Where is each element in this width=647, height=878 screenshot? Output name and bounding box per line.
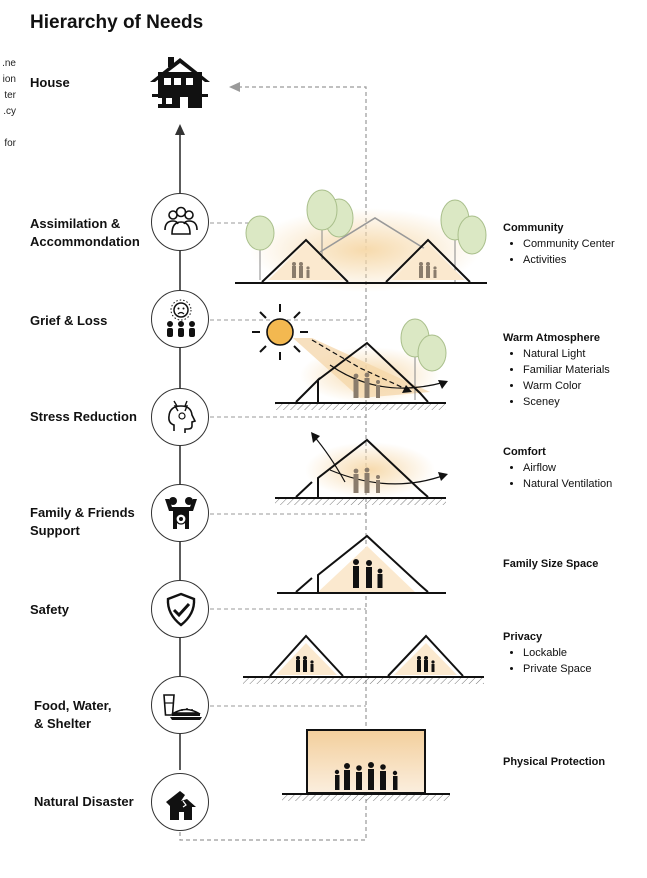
community-illustration: [235, 189, 487, 292]
level-label-safety: Safety: [30, 602, 70, 617]
community-item: Activities: [523, 252, 615, 268]
comfort-list: Airflow Natural Ventilation: [503, 460, 612, 492]
circle-assimilation: [151, 193, 209, 251]
comfort-item: Airflow: [523, 460, 612, 476]
cut-text-2: ion: [2, 74, 16, 85]
level-label-house: House: [30, 75, 70, 90]
family-size-heading: Family Size Space: [503, 558, 599, 570]
hugging-family-icon: [165, 497, 197, 529]
collapsed-house-icon: [166, 791, 196, 820]
cut-text-5: for: [4, 138, 16, 149]
circle-food-water: [151, 676, 209, 734]
warm-block: Warm Atmosphere Natural Light Familiar M…: [503, 332, 610, 410]
warm-heading: Warm Atmosphere: [503, 332, 600, 344]
warm-item: Familiar Materials: [523, 362, 610, 378]
cut-text-3: ter: [4, 90, 16, 101]
circle-family-support: [151, 484, 209, 542]
family-size-block: Family Size Space: [503, 558, 598, 570]
comfort-heading: Comfort: [503, 446, 546, 458]
community-heading: Community: [503, 222, 564, 234]
stressed-head-icon: [168, 400, 197, 433]
privacy-block: Privacy Lockable Private Space: [503, 631, 591, 677]
circle-safety: [151, 580, 209, 638]
warm-item: Warm Color: [523, 378, 610, 394]
circle-grief: [151, 290, 209, 348]
physical-protection-illustration: [282, 729, 450, 801]
community-item: Community Center: [523, 236, 615, 252]
level-label-natural-disaster: Natural Disaster: [34, 794, 134, 809]
cut-text-1: ne.: [2, 58, 16, 69]
circle-natural-disaster: [151, 773, 209, 831]
people-group-icon: [164, 206, 198, 235]
family-size-illustration: [277, 534, 446, 594]
sad-face-icon: [167, 299, 195, 337]
level-label-family-support: Family & Friends Support: [30, 505, 135, 538]
house-icon: [150, 57, 210, 108]
privacy-heading: Privacy: [503, 631, 543, 643]
return-path: [179, 86, 367, 841]
level-label-assimilation: Assimilation & Accommondation: [30, 216, 140, 249]
level-label-food-water: Food, Water, & Shelter: [34, 698, 112, 731]
warm-atmosphere-illustration: [252, 304, 448, 410]
return-arrow: [229, 82, 240, 92]
level-label-grief: Grief & Loss: [30, 313, 108, 328]
comfort-item: Natural Ventilation: [523, 476, 612, 492]
community-list: Community Center Activities: [503, 236, 615, 268]
warm-item: Natural Light: [523, 346, 610, 362]
privacy-item: Private Space: [523, 661, 591, 677]
warm-list: Natural Light Familiar Materials Warm Co…: [503, 346, 610, 410]
circle-stress: [151, 388, 209, 446]
comfort-illustration: [275, 432, 448, 505]
food-water-icon: [163, 694, 202, 720]
privacy-item: Lockable: [523, 645, 591, 661]
privacy-list: Lockable Private Space: [503, 645, 591, 677]
privacy-illustration: [243, 634, 484, 684]
physical-heading: Physical Protection: [503, 756, 606, 768]
warm-item: Sceney: [523, 394, 610, 410]
level-label-stress: Stress Reduction: [30, 409, 137, 424]
comfort-block: Comfort Airflow Natural Ventilation: [503, 446, 612, 492]
spine-arrow: [175, 124, 185, 135]
cut-text-4: cy.: [3, 106, 16, 117]
page-title: Hierarchy of Needs: [30, 12, 204, 33]
community-block: Community Community Center Activities: [503, 222, 615, 268]
shield-check-icon: [166, 592, 196, 627]
physical-block: Physical Protection: [503, 756, 605, 768]
